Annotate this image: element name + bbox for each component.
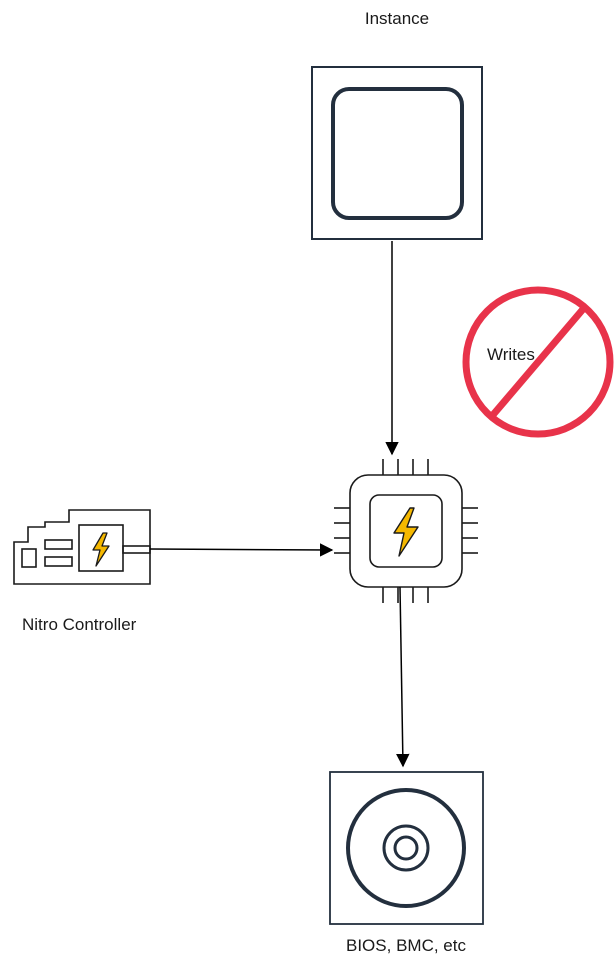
chip-bolt-icon [393, 507, 419, 557]
nitro-controller-card-icon [13, 509, 151, 585]
firmware-label: BIOS, BMC, etc [346, 936, 466, 955]
controller-to-chip-arrow [149, 543, 334, 557]
instance-label: Instance [365, 9, 429, 28]
prohibited-icon [462, 286, 614, 438]
controller-bolt-icon [92, 532, 110, 567]
controller-label: Nitro Controller [22, 615, 137, 634]
chip-to-firmware-arrow [396, 586, 410, 768]
firmware-disk-icon [329, 771, 484, 925]
prohibited-label: Writes [487, 345, 535, 364]
instance-icon [311, 66, 483, 240]
